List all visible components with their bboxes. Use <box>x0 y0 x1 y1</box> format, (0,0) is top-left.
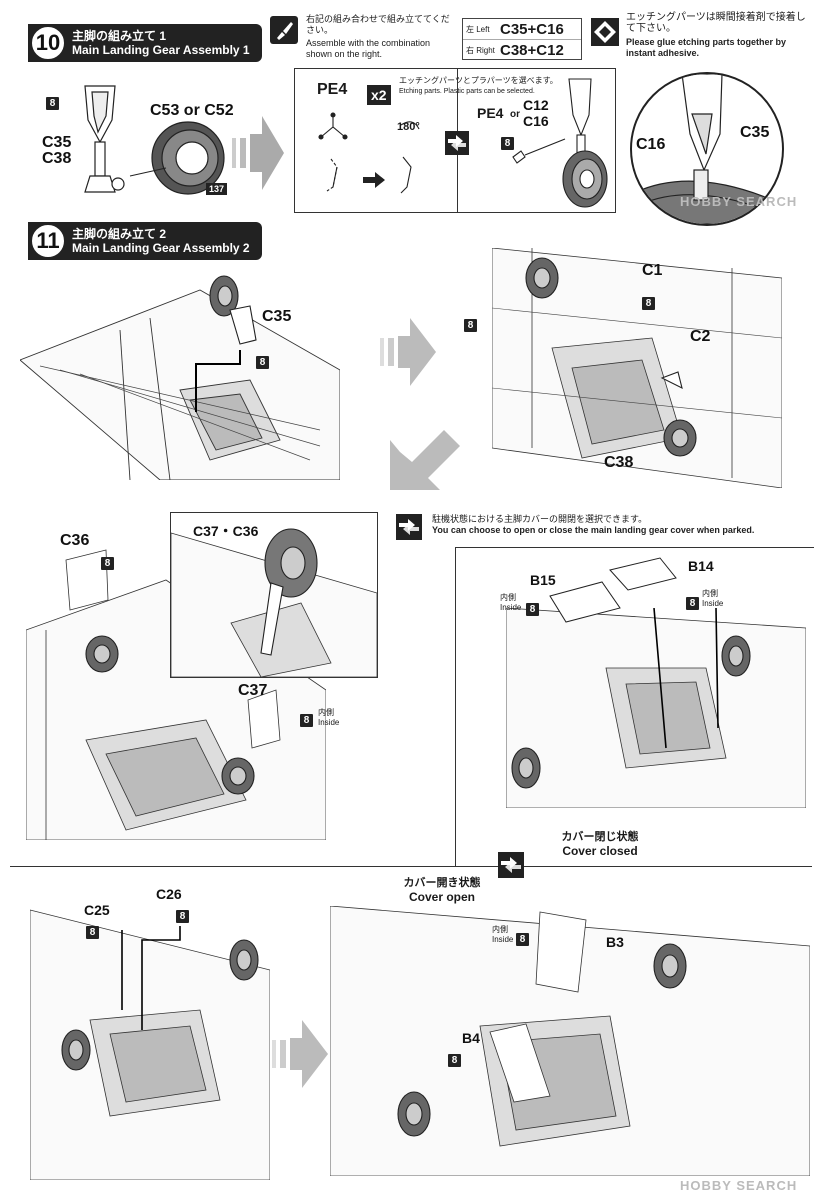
combo-right-parts: C38+C12 <box>500 41 564 59</box>
c38-label: C38 <box>604 454 634 471</box>
c25-label: C25 <box>84 902 110 918</box>
pe4-option-panel: PE4 x2 エッチングパーツとプラパーツを選べます。 Etching part… <box>294 68 616 213</box>
wing-drawing-2 <box>491 247 783 489</box>
badge-137: 137 <box>206 183 228 195</box>
b4-label: B4 <box>462 1030 480 1046</box>
step-11-title-jp: 主脚の組み立て 2 <box>72 227 167 241</box>
badge-8-l: 8 <box>516 929 529 947</box>
b3-label: B3 <box>606 934 624 950</box>
b14-label: B14 <box>688 558 714 574</box>
deg180-label: 180° <box>397 121 420 133</box>
c37-label: C37 <box>238 682 268 699</box>
glue-note-jp: エッチングパーツは瞬間接着剤で接着して下さい。 <box>626 12 806 34</box>
swap-icon-3 <box>498 852 524 878</box>
badge-8-f: 8 <box>101 553 114 571</box>
inside-jp-2: 内側 <box>500 593 516 602</box>
step-11-header: 11 主脚の組み立て 2 Main Landing Gear Assembly … <box>28 222 262 260</box>
badge-8-i: 8 <box>686 593 699 611</box>
combo-box: 左 Left C35+C16 右 Right C38+C12 <box>462 18 582 60</box>
inside-en-3: Inside <box>702 599 724 608</box>
wing-drawing-5 <box>329 905 811 1177</box>
combo-left-parts: C35+C16 <box>500 20 564 38</box>
swap-icon-2 <box>396 514 422 540</box>
badge-8-e: 8 <box>464 315 477 333</box>
zoom-c35-label: C35 <box>740 124 770 141</box>
inside-en-2: Inside <box>500 603 522 612</box>
step-10-header: 10 主脚の組み立て 1 Main Landing Gear Assembly … <box>28 24 262 62</box>
step-10-title-jp: 主脚の組み立て 1 <box>72 29 167 43</box>
pe4-label: PE4 <box>317 81 348 98</box>
step-11-number: 11 <box>30 223 66 259</box>
badge-8-k: 8 <box>176 906 189 924</box>
b15-label: B15 <box>530 572 556 588</box>
badge-8-g: 8 <box>300 710 313 728</box>
c2-label: C2 <box>690 328 711 345</box>
s11-c35-label: C35 <box>262 308 292 325</box>
badge-8-m: 8 <box>448 1050 461 1068</box>
swap-icon-1 <box>445 131 469 155</box>
cover-closed-panel <box>455 547 814 866</box>
brush-icon <box>270 16 298 44</box>
step-11-title-en: Main Landing Gear Assembly 2 <box>72 241 250 255</box>
zoom-c16-label: C16 <box>636 136 666 153</box>
glue-note-en: Please glue etching parts together by in… <box>626 37 787 58</box>
badge-8-h: 8 <box>526 599 539 617</box>
c1-label: C1 <box>642 262 663 279</box>
step-10-title-en: Main Landing Gear Assembly 1 <box>72 43 250 57</box>
glue-diamond-icon <box>591 18 619 46</box>
arrow-down-left <box>390 430 460 505</box>
arrow-right-2 <box>380 312 436 397</box>
badge-8-j: 8 <box>86 922 99 940</box>
cover-open-jp: カバー開き状態 <box>403 877 481 889</box>
step10-gear-drawing <box>40 82 240 212</box>
arrow-right-3 <box>272 1014 328 1099</box>
wing-drawing-1 <box>19 270 341 481</box>
label-c38: C38 <box>42 150 72 167</box>
inside-jp-1: 内側 <box>318 708 334 717</box>
badge-8-b: 8 <box>501 133 514 151</box>
inside-en-4: Inside <box>492 935 514 944</box>
c37-c36-inset: C37・C36 <box>170 512 378 678</box>
choose-note-en: Etching parts. Plastic parts can be sele… <box>399 88 535 95</box>
zoom-circle-detail <box>630 72 784 226</box>
combo-left-tag: 左 Left <box>466 24 490 34</box>
badge-8-a: 8 <box>46 93 59 111</box>
label-c53-or-c52: C53 or C52 <box>150 102 234 119</box>
badge-8-d: 8 <box>642 293 655 311</box>
c37-c36-label: C37・C36 <box>193 523 259 539</box>
cover-closed-en: Cover closed <box>562 844 638 858</box>
watermark-top: HOBBY SEARCH <box>680 194 798 209</box>
c12-label: C12 <box>523 97 549 113</box>
combo-note-jp: 右記の組み合わせで組み立ててください。 <box>306 14 450 35</box>
wing-drawing-4 <box>29 900 271 1181</box>
label-c35: C35 <box>42 134 72 151</box>
step-10-number: 10 <box>30 25 66 61</box>
combo-note-en: Assemble with the combination shown on t… <box>306 38 431 59</box>
or-label: or <box>510 109 520 120</box>
watermark-bottom: HOBBY SEARCH <box>680 1178 798 1193</box>
combo-right-tag: 右 Right <box>466 45 495 55</box>
badge-8-c: 8 <box>256 352 269 370</box>
cover-note-en: You can choose to open or close the main… <box>432 525 755 535</box>
cover-open-en: Cover open <box>408 890 475 904</box>
c26-label: C26 <box>156 886 182 902</box>
c16-label: C16 <box>523 113 549 129</box>
inside-jp-4: 内側 <box>492 925 508 934</box>
cover-note-jp: 駐機状態における主脚カバーの開閉を選択できます。 <box>432 514 648 524</box>
arrow-right-1 <box>232 108 284 203</box>
cover-closed-jp: カバー閉じ状態 <box>561 831 639 843</box>
inside-en-1: Inside <box>318 718 340 727</box>
c36-label: C36 <box>60 532 90 549</box>
choose-note-jp: エッチングパーツとプラパーツを選べます。 <box>399 76 558 85</box>
pe4-alt-label: PE4 <box>477 105 504 121</box>
x2-badge: x2 <box>367 85 391 105</box>
inside-jp-3: 内側 <box>702 589 718 598</box>
